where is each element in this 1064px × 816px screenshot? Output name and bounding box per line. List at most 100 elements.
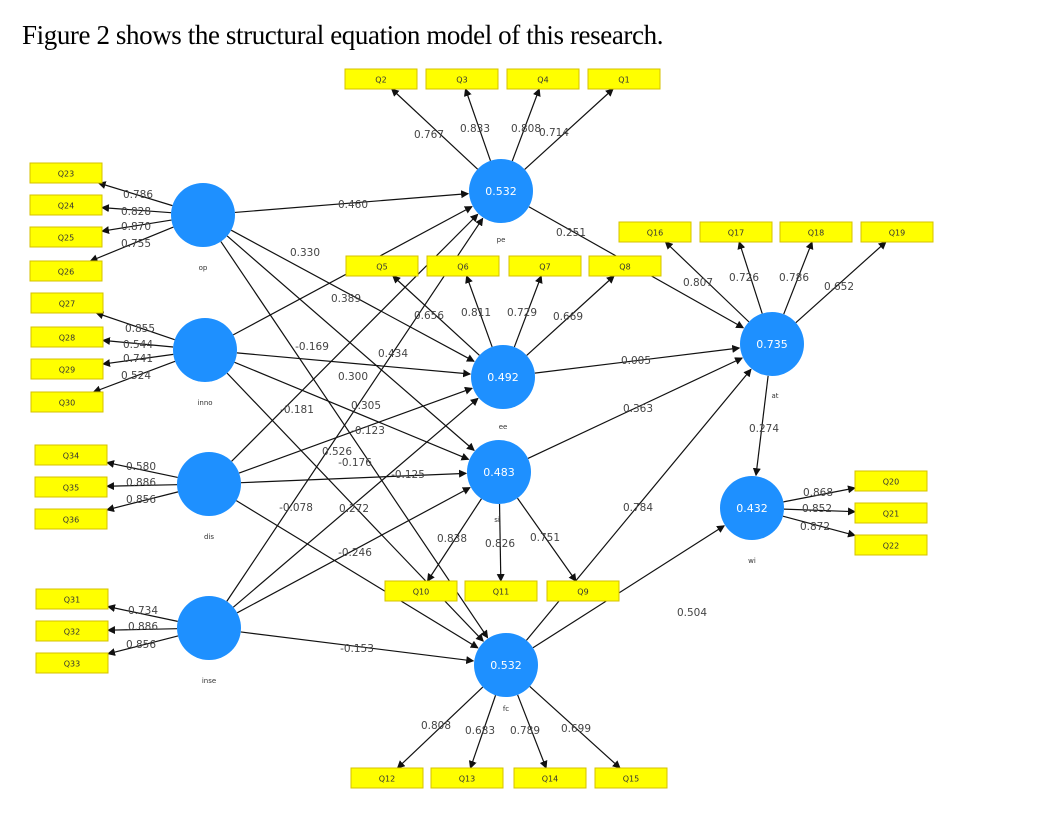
indicator-label: Q29 (59, 366, 75, 375)
indicator-box (854, 534, 928, 556)
indicator-Q14[interactable]: Q14 (513, 767, 587, 789)
latent-inno[interactable]: inno (173, 318, 237, 407)
path-inse-ee (232, 397, 479, 608)
indicator-label: Q31 (64, 596, 80, 605)
path-inse-pe (226, 217, 484, 602)
indicator-label: Q36 (63, 516, 79, 525)
indicator-Q29[interactable]: Q29 (30, 358, 104, 380)
loading-value: 0.870 (121, 221, 151, 233)
indicator-Q1[interactable]: Q1 (587, 68, 661, 90)
loading-Q31 (107, 604, 178, 622)
indicator-Q10[interactable]: Q10 (384, 580, 458, 602)
indicator-Q23[interactable]: Q23 (29, 162, 103, 184)
indicator-box (426, 255, 500, 277)
path-coefficient: 0.272 (339, 503, 369, 515)
latent-inse[interactable]: inse (177, 596, 241, 685)
indicator-Q36[interactable]: Q36 (34, 508, 108, 530)
r-squared-value: 0.432 (736, 502, 768, 515)
loading-value: 0.734 (128, 605, 158, 617)
path-coefficient: 0.389 (331, 293, 361, 305)
latent-name: fc (503, 705, 509, 713)
indicator-Q31[interactable]: Q31 (35, 588, 109, 610)
indicator-Q5[interactable]: Q5 (345, 255, 419, 277)
indicator-Q2[interactable]: Q2 (344, 68, 418, 90)
indicator-Q24[interactable]: Q24 (29, 194, 103, 216)
path-op-fc (220, 241, 489, 639)
indicator-box (546, 580, 620, 602)
indicator-box (587, 68, 661, 90)
latent-name: op (199, 264, 208, 272)
indicator-Q32[interactable]: Q32 (35, 620, 109, 642)
path-coefficient: 0.251 (556, 227, 586, 239)
path-coefficient: 0.784 (623, 502, 653, 514)
indicator-Q6[interactable]: Q6 (426, 255, 500, 277)
loading-Q27 (95, 311, 175, 341)
indicator-Q25[interactable]: Q25 (29, 226, 103, 248)
loading-value: 0.755 (121, 238, 151, 250)
indicator-label: Q26 (58, 268, 74, 277)
indicator-Q9[interactable]: Q9 (546, 580, 620, 602)
path-coefficient: -0.181 (280, 404, 314, 416)
indicator-label: Q35 (63, 484, 79, 493)
loading-value: 0.886 (126, 477, 156, 489)
indicator-Q28[interactable]: Q28 (30, 326, 104, 348)
loading-value: 0.872 (800, 521, 830, 533)
indicator-Q34[interactable]: Q34 (34, 444, 108, 466)
loading-value: 0.767 (414, 129, 444, 141)
indicator-box (34, 476, 108, 498)
indicator-box (29, 162, 103, 184)
indicator-Q15[interactable]: Q15 (594, 767, 668, 789)
indicator-Q16[interactable]: Q16 (618, 221, 692, 243)
indicator-Q3[interactable]: Q3 (425, 68, 499, 90)
r-squared-value: 0.532 (485, 185, 517, 198)
path-fc-wi (532, 525, 726, 649)
indicator-Q22[interactable]: Q22 (854, 534, 928, 556)
indicator-Q17[interactable]: Q17 (699, 221, 773, 243)
indicator-box (35, 588, 109, 610)
indicator-box (860, 221, 934, 243)
indicator-Q27[interactable]: Q27 (30, 292, 104, 314)
indicator-Q21[interactable]: Q21 (854, 502, 928, 524)
path-at-wi (752, 375, 769, 477)
indicator-Q18[interactable]: Q18 (779, 221, 853, 243)
loading-value: 0.786 (779, 272, 809, 284)
latent-dis[interactable]: dis (177, 452, 241, 541)
latent-circle (173, 318, 237, 382)
loading-value: 0.886 (128, 621, 158, 633)
loading-value: 0.714 (539, 127, 569, 139)
loading-value: 0.544 (123, 339, 153, 351)
indicator-label: Q24 (58, 202, 74, 211)
loading-value: 0.751 (530, 532, 560, 544)
loading-value: 0.741 (123, 353, 153, 365)
indicator-Q8[interactable]: Q8 (588, 255, 662, 277)
indicator-Q33[interactable]: Q33 (35, 652, 109, 674)
indicator-Q13[interactable]: Q13 (430, 767, 504, 789)
indicator-label: Q6 (457, 263, 468, 272)
indicator-Q4[interactable]: Q4 (506, 68, 580, 90)
latent-op[interactable]: op (171, 183, 235, 272)
loading-value: 0.856 (126, 639, 156, 651)
indicator-Q35[interactable]: Q35 (34, 476, 108, 498)
loading-Q5 (392, 275, 480, 356)
indicator-box (854, 502, 928, 524)
indicator-box (384, 580, 458, 602)
indicator-Q30[interactable]: Q30 (30, 391, 104, 413)
indicator-Q11[interactable]: Q11 (464, 580, 538, 602)
indicator-Q26[interactable]: Q26 (29, 260, 103, 282)
loading-value: 0.828 (121, 206, 151, 218)
indicator-Q19[interactable]: Q19 (860, 221, 934, 243)
loading-Q18 (783, 241, 814, 315)
indicator-Q12[interactable]: Q12 (350, 767, 424, 789)
indicator-Q20[interactable]: Q20 (854, 470, 928, 492)
loading-Q20 (783, 485, 856, 503)
loading-value: 0.856 (126, 494, 156, 506)
indicator-box (779, 221, 853, 243)
loading-Q28 (102, 337, 174, 348)
indicator-Q7[interactable]: Q7 (508, 255, 582, 277)
